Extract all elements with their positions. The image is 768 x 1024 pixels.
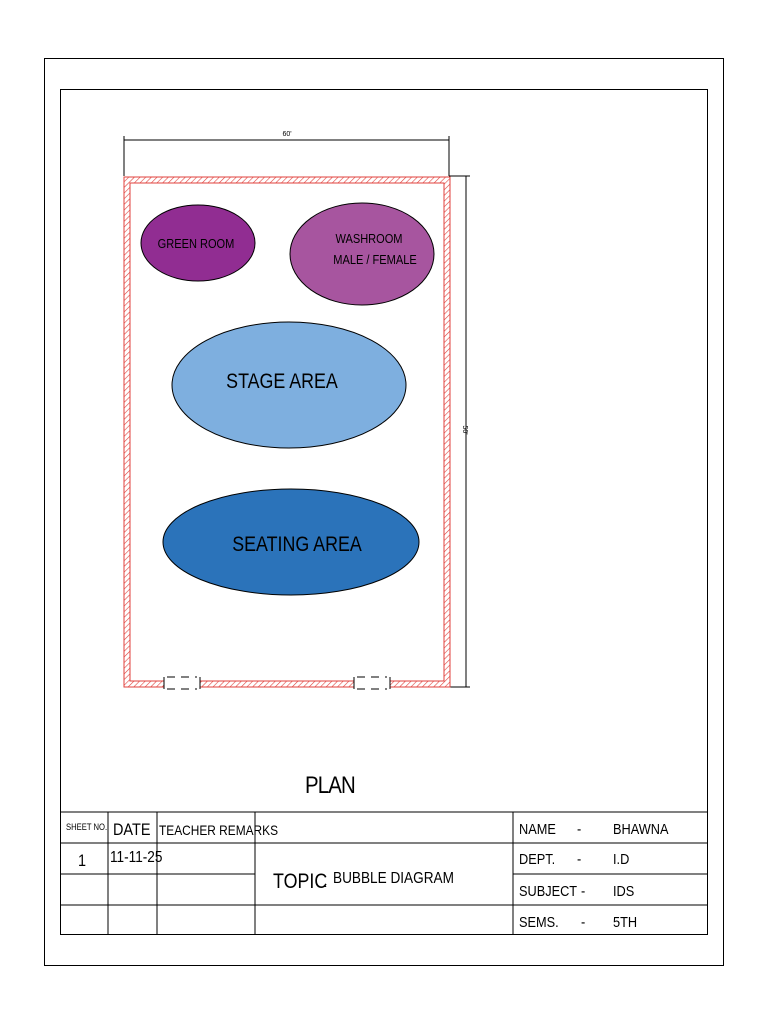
info-subject-sep: - (581, 883, 586, 900)
info-name-key: NAME (519, 821, 556, 838)
bubble-washroom: WASHROOM MALE / FEMALE (289, 202, 435, 306)
info-dept-value: I.D (613, 851, 630, 868)
info-name-sep: - (577, 821, 582, 838)
topic-label: TOPIC (273, 870, 328, 893)
plan-label: PLAN (305, 772, 356, 799)
sheet-number: 1 (78, 851, 87, 870)
header-teacher-remarks: TEACHER REMARKS (159, 822, 279, 838)
bubble-stage-area: STAGE AREA (171, 321, 407, 449)
bubble-green-room-label: GREEN ROOM (158, 236, 235, 251)
sheet-outer-border (44, 58, 724, 966)
bubble-washroom-sublabel: MALE / FEMALE (333, 252, 416, 267)
topic-value: BUBBLE DIAGRAM (333, 870, 454, 887)
bubble-seating-area-label: SEATING AREA (232, 533, 361, 557)
info-dept-key: DEPT. (519, 851, 556, 868)
bubble-stage-area-label: STAGE AREA (226, 370, 338, 394)
header-date: DATE (113, 820, 151, 839)
info-sems-key: SEMS. (519, 914, 559, 931)
bubble-seating-area: SEATING AREA (162, 488, 420, 596)
width-dimension-label: 60' (282, 131, 291, 138)
height-dimension: 50' (449, 175, 470, 688)
walls (123, 176, 451, 688)
bubble-green-room: GREEN ROOM (140, 204, 256, 282)
info-name-value: BHAWNA (613, 821, 669, 838)
date-value: 11-11-25 (110, 849, 163, 866)
header-sheet-no: SHEET NO. (66, 822, 108, 832)
sheet-inner-border (60, 89, 708, 935)
width-dimension: 60' (123, 131, 450, 176)
title-block-grid (60, 811, 708, 935)
door-left (163, 676, 201, 690)
height-dimension-label: 50' (461, 425, 468, 434)
info-sems-value: 5TH (613, 914, 638, 931)
info-sems-sep: - (581, 914, 586, 931)
bubble-washroom-label: WASHROOM (335, 231, 402, 246)
door-right (353, 676, 391, 690)
info-dept-sep: - (577, 851, 582, 868)
topic-separator: - (323, 878, 327, 893)
info-subject-key: SUBJECT (519, 883, 578, 900)
info-subject-value: IDS (613, 883, 635, 900)
